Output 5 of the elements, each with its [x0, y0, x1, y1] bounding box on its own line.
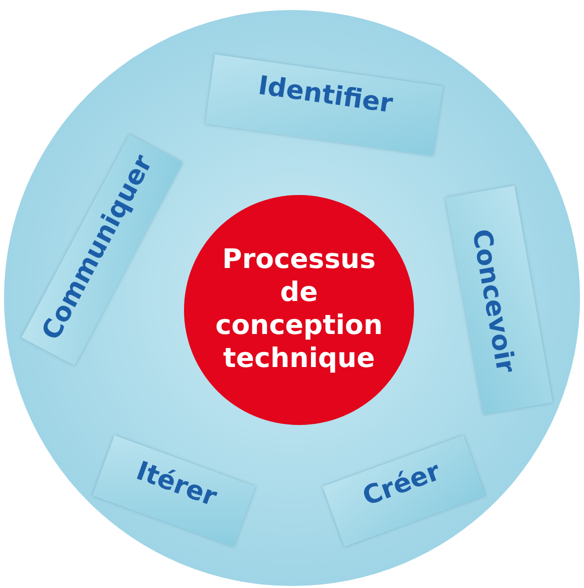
center-title: Processus de conception technique	[214, 244, 384, 376]
step-label: Créer	[358, 456, 446, 514]
step-label: Itérer	[131, 455, 222, 515]
step-label: Identifier	[255, 70, 396, 122]
step-label: Concevoir	[464, 226, 522, 378]
